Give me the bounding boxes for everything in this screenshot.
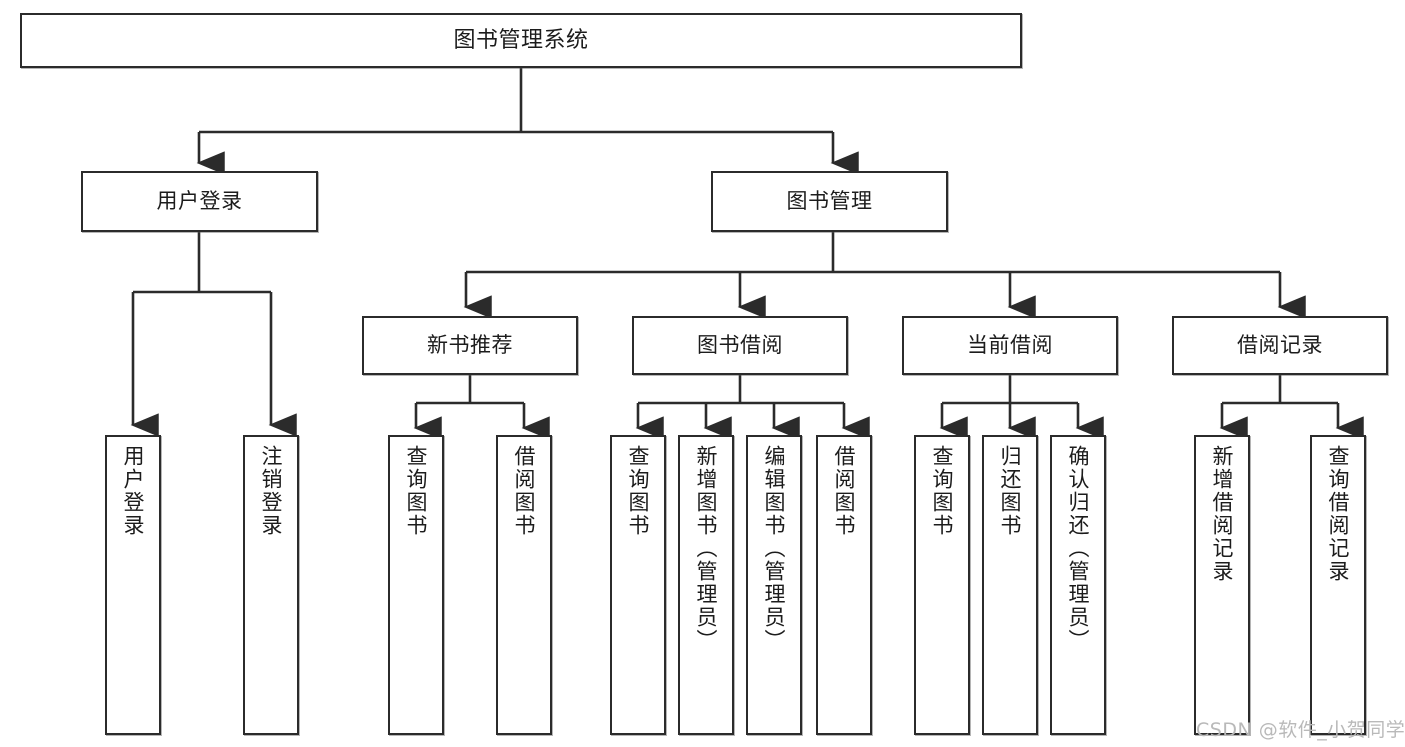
leaf-user-login-login[interactable]: 用户登录 — [105, 435, 161, 735]
leaf-new-book-query[interactable]: 查询图书 — [388, 435, 444, 735]
node-label: 新增图书（管理员） — [694, 445, 719, 652]
node-root-system[interactable]: 图书管理系统 — [20, 13, 1022, 68]
node-label: 新书推荐 — [427, 333, 513, 358]
node-label: 借阅图书 — [832, 445, 857, 537]
leaf-borrow-borrow-book[interactable]: 借阅图书 — [816, 435, 872, 735]
node-label: 用户登录 — [121, 445, 146, 537]
leaf-current-confirm-return[interactable]: 确认归还（管理员） — [1050, 435, 1106, 735]
node-label: 新增借阅记录 — [1210, 445, 1235, 583]
node-label: 查询图书 — [930, 445, 955, 537]
leaf-user-login-logout[interactable]: 注销登录 — [243, 435, 299, 735]
node-label: 用户登录 — [156, 189, 243, 214]
node-borrow-record[interactable]: 借阅记录 — [1172, 316, 1388, 375]
leaf-current-return-book[interactable]: 归还图书 — [982, 435, 1038, 735]
node-label: 图书管理 — [786, 189, 873, 214]
node-label: 查询借阅记录 — [1326, 445, 1351, 583]
csdn-watermark: CSDN @软件_小贺同学 — [1196, 719, 1405, 741]
node-label: 图书管理系统 — [453, 27, 589, 53]
node-label: 查询图书 — [404, 445, 429, 537]
node-label: 注销登录 — [259, 445, 284, 537]
node-label: 确认归还（管理员） — [1066, 445, 1091, 652]
node-book-borrow[interactable]: 图书借阅 — [632, 316, 848, 375]
leaf-borrow-edit-book[interactable]: 编辑图书（管理员） — [746, 435, 802, 735]
node-current-borrow[interactable]: 当前借阅 — [902, 316, 1118, 375]
node-label: 归还图书 — [998, 445, 1023, 537]
leaf-borrow-add-book[interactable]: 新增图书（管理员） — [678, 435, 734, 735]
node-user-login[interactable]: 用户登录 — [81, 171, 318, 232]
node-label: 当前借阅 — [967, 333, 1053, 358]
leaf-new-book-borrow[interactable]: 借阅图书 — [496, 435, 552, 735]
node-label: 借阅记录 — [1237, 333, 1323, 358]
leaf-current-query-book[interactable]: 查询图书 — [914, 435, 970, 735]
node-label: 查询图书 — [626, 445, 651, 537]
node-book-management[interactable]: 图书管理 — [711, 171, 948, 232]
leaf-borrow-query-book[interactable]: 查询图书 — [610, 435, 666, 735]
node-new-book-recommend[interactable]: 新书推荐 — [362, 316, 578, 375]
leaf-record-add[interactable]: 新增借阅记录 — [1194, 435, 1250, 735]
node-label: 图书借阅 — [697, 333, 783, 358]
node-label: 编辑图书（管理员） — [762, 445, 787, 652]
leaf-record-query[interactable]: 查询借阅记录 — [1310, 435, 1366, 735]
node-label: 借阅图书 — [512, 445, 537, 537]
